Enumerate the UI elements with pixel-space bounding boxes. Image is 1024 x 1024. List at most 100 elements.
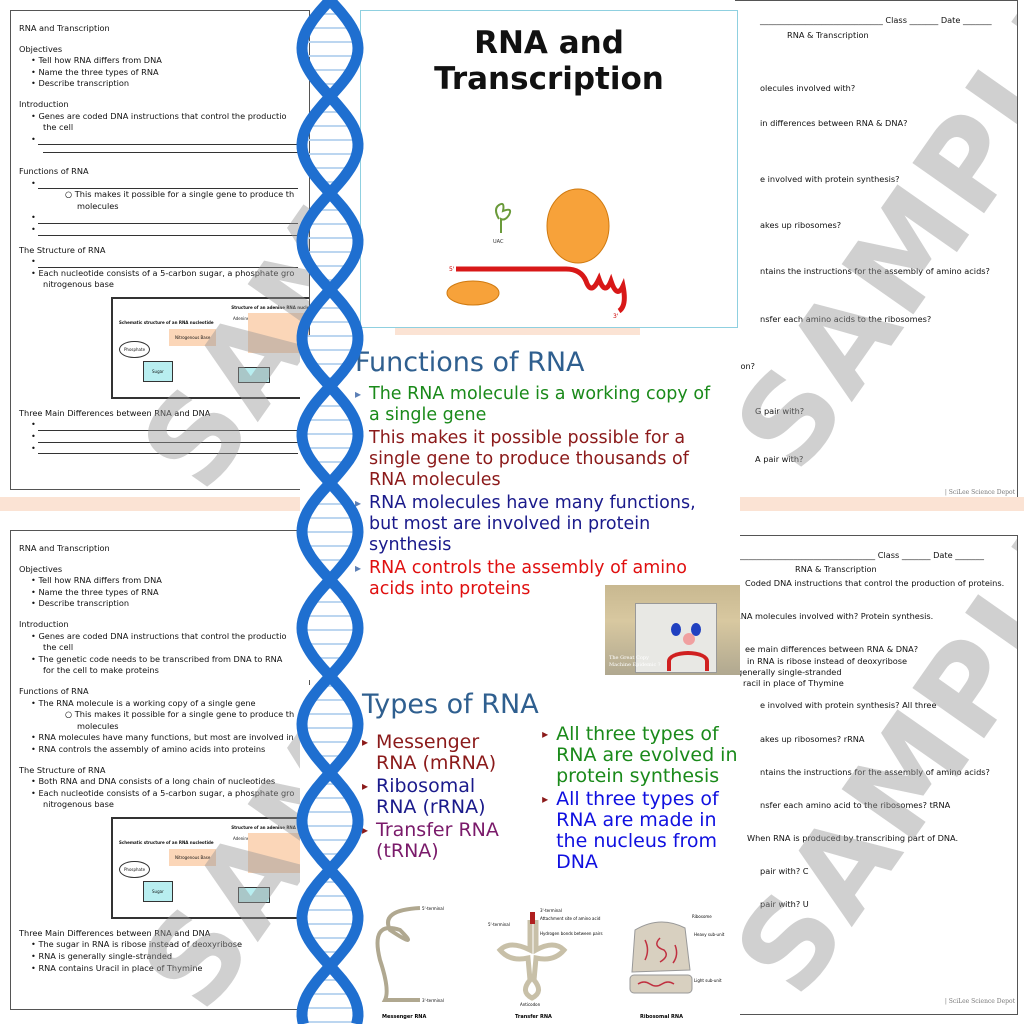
answer-text: Coded DNA instructions that control the … — [745, 578, 1005, 588]
three-prime-label: 3' — [613, 313, 619, 320]
answer-text: akes up ribosomes? rRNA — [760, 734, 865, 744]
answer-text: generally single-stranded — [737, 667, 842, 677]
bullet-text: Each nucleotide consists of a 5-carbon s… — [19, 788, 309, 800]
fill-in-blank — [38, 137, 299, 146]
bullet-text: Both RNA and DNA consists of a long chai… — [19, 776, 309, 788]
copy-machine-photo: The Great Copy Machine Epidemic ? — [605, 585, 740, 675]
schematic-label: Schematic structure of an RNA nucleotide — [119, 839, 214, 845]
blank-answer-line — [19, 443, 309, 455]
question-text: tion? — [735, 361, 756, 371]
blank-answer-line — [19, 212, 309, 224]
blank-answer-line — [19, 256, 309, 268]
answer-text: nsfer each amino acid to the ribosomes? … — [760, 800, 951, 810]
blank-answer-line — [19, 134, 309, 146]
schematic-label: Schematic structure of an RNA nucleotide — [119, 319, 214, 325]
bullet-text: Name the three types of RNA — [19, 67, 309, 79]
fill-in-blank — [38, 435, 299, 443]
translation-illustration: 5' 3' UAC — [446, 188, 627, 320]
bullet-item: All three types of RNA are evolved in pr… — [542, 724, 740, 787]
bullet-list: The RNA molecule is a working copy of a … — [355, 384, 715, 600]
section-heading: Functions of RNA — [19, 165, 89, 176]
name-class-date-header: ______________________________ Class ___… — [760, 15, 992, 25]
question-text: G pair with? — [755, 406, 805, 416]
functions-slide: Functions of RNA The RNA molecule is a w… — [300, 337, 740, 680]
bullet-text: This makes it possible for a single gene… — [19, 709, 309, 721]
ribosome-large-subunit — [546, 188, 610, 264]
mrna-caption: Messenger RNA — [382, 1014, 426, 1020]
question-text: akes up ribosomes? — [760, 220, 842, 230]
title-line-2: Transcription — [434, 61, 664, 97]
nucleotide-diagram: Structure of an adenine RNA nucleotideSc… — [111, 816, 309, 919]
bullet-item: Transfer RNA (tRNA) — [362, 820, 502, 862]
worksheet-page-top: RNA and TranscriptionObjectivesTell how … — [10, 10, 310, 490]
section-heading: Objectives — [19, 563, 63, 574]
bullet-item: RNA controls the assembly of amino acids… — [355, 558, 715, 600]
bullet-text: RNA controls the assembly of amino acids… — [19, 744, 309, 756]
adenine-label: Adenine — [233, 835, 250, 841]
answer-page-title: RNA & Transcription — [787, 30, 869, 40]
bullet-text: Genes are coded DNA instructions that co… — [19, 111, 309, 123]
trna-figure — [496, 920, 568, 1001]
diagram-title: Structure of an adenine RNA nucleotide — [231, 304, 310, 310]
fill-in-blank — [38, 423, 299, 432]
light-subunit-label: Light sub-unit — [694, 978, 722, 983]
bullet-text: Name the three types of RNA — [19, 587, 309, 599]
bullet-text: RNA molecules have many functions, but m… — [19, 732, 309, 744]
phosphate-label: Phosphate — [119, 340, 151, 359]
amino-acid-site — [530, 912, 535, 924]
bullet-text: RNA contains Uracil in place of Thymine — [19, 963, 309, 975]
phosphate-label: Phosphate — [119, 860, 151, 879]
bullet-text: The genetic code needs to be transcribed… — [19, 654, 309, 666]
section-heading: RNA and Transcription — [19, 23, 110, 33]
hydrogen-bonds-label: Hydrogen bonds between pairs — [540, 931, 603, 936]
slide-title: Types of RNA — [362, 689, 539, 720]
section-heading: Introduction — [19, 98, 69, 109]
sugar-label: Sugar — [143, 360, 173, 383]
mrna-figure — [375, 906, 421, 1002]
bullet-item: Messenger RNA (mRNA) — [362, 732, 502, 774]
bullet-text: the cell — [43, 642, 74, 653]
mrna-strand — [456, 266, 627, 314]
title-line-1: RNA and — [474, 25, 624, 61]
rna-types-figures: 5'-terminal 3'-terminal Messenger RNA 3'… — [375, 906, 725, 1020]
ribose-ring — [238, 886, 270, 903]
blank-answer-line — [19, 419, 309, 432]
five-terminal-label: 5'-terminal — [422, 906, 444, 911]
answer-text: pair with? U — [760, 899, 809, 909]
answer-text: ee main differences between RNA & DNA? — [745, 644, 919, 654]
blank-answer-line — [19, 145, 309, 157]
blank-answer-line — [19, 224, 309, 236]
slide-title: Functions of RNA — [355, 347, 585, 378]
slide-title: RNA and Transcription — [361, 25, 737, 97]
section-heading: The Structure of RNA — [19, 244, 106, 255]
answer-text: racil in place of Thymine — [743, 678, 844, 688]
bullet-item: This makes it possible possible for a si… — [355, 428, 715, 491]
sugar-label: Sugar — [143, 880, 173, 903]
photo-caption: The Great Copy Machine Epidemic ? — [609, 655, 661, 668]
heavy-subunit-label: Heavy sub-unit — [694, 932, 725, 937]
bullet-text: The sugar in RNA is ribose instead of de… — [19, 939, 309, 951]
nose-icon — [683, 633, 695, 645]
rrna-caption: Ribosomal RNA — [640, 1014, 683, 1020]
three-terminal-label: 3'-terminal — [540, 908, 562, 913]
eye-icon — [691, 623, 701, 636]
section-heading: Functions of RNA — [19, 685, 89, 696]
three-terminal-label: 3'-terminal — [422, 998, 444, 1003]
worksheet-lines: RNA and TranscriptionObjectivesTell how … — [11, 531, 309, 974]
eye-icon — [671, 623, 681, 636]
bullet-item: Ribosomal RNA (rRNA) — [362, 776, 502, 818]
fill-in-blank — [38, 260, 299, 268]
question-text: ntains the instructions for the assembly… — [760, 266, 990, 276]
fill-in-blank — [38, 228, 299, 236]
ribosome-small-subunit — [446, 280, 500, 306]
fill-in-blank — [38, 446, 299, 455]
fill-in-blank — [38, 181, 299, 190]
adenine-ring — [248, 832, 309, 873]
bullet-text: nitrogenous base — [43, 279, 114, 290]
section-heading: Three Main Differences between RNA and D… — [19, 927, 211, 938]
name-class-date-header: _________________________________ Class … — [740, 550, 984, 560]
bullet-text: This makes it possible for a single gene… — [19, 189, 309, 201]
trna-molecule — [495, 202, 512, 233]
types-slide: Types of RNA Messenger RNA (mRNA)Ribosom… — [300, 685, 740, 1024]
bullet-text: molecules — [77, 720, 119, 731]
